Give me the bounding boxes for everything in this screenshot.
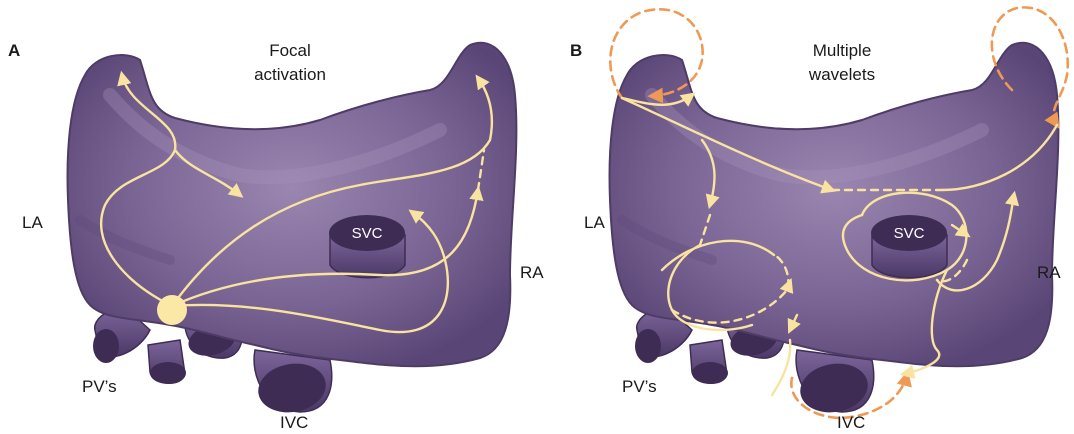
panel-a: A Focal activation LA RA SVC PV’s IVC [8, 41, 544, 432]
panel-b-la-label: LA [584, 213, 605, 232]
panel-b-title-line1: Multiple [813, 41, 872, 60]
panel-b: B Multiple wavelets LA RA SVC PV’s IVC [570, 7, 1068, 432]
panel-b-svc-label: SVC [894, 225, 925, 242]
panel-a-pvs-label: PV’s [82, 377, 117, 396]
panel-b-atrium [610, 43, 1059, 418]
panel-a-title-line2: activation [254, 65, 326, 84]
panel-a-ra-label: RA [520, 263, 544, 282]
panel-b-title-line2: wavelets [808, 65, 875, 84]
focal-source [157, 295, 187, 325]
panel-b-ra-label: RA [1037, 263, 1061, 282]
panel-b-pvs-label: PV’s [622, 377, 657, 396]
panel-a-letter: A [8, 41, 20, 60]
panel-a-ivc-label: IVC [280, 413, 308, 432]
panel-b-letter: B [570, 41, 582, 60]
panel-a-la-label: LA [22, 213, 43, 232]
panel-a-title-line1: Focal [269, 41, 311, 60]
panel-a-svc-label: SVC [352, 225, 383, 242]
panel-b-ivc-label: IVC [837, 413, 865, 432]
